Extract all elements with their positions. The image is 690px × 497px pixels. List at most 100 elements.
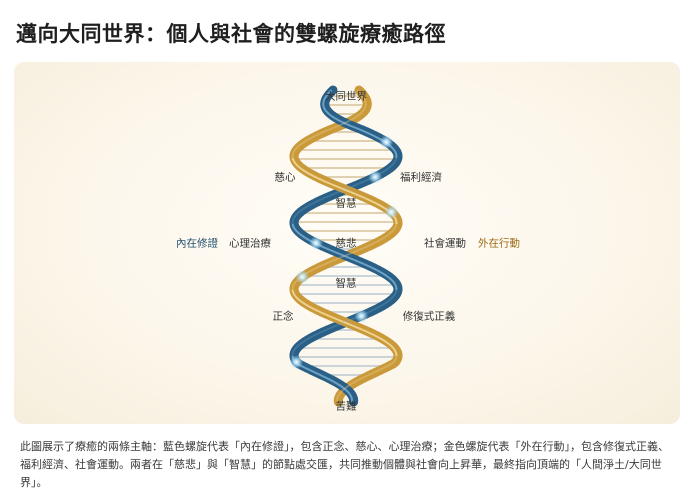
gold-strand-highlight xyxy=(364,99,367,103)
gold-strand-highlight xyxy=(387,363,392,367)
blue-strand-highlight xyxy=(392,293,396,297)
label-compassion-center: 慈悲 xyxy=(335,237,357,250)
blue-strand-highlight xyxy=(389,297,393,301)
blue-strand-highlight xyxy=(394,157,398,161)
blue-strand-highlight xyxy=(393,159,397,163)
blue-strand-highlight xyxy=(394,283,397,287)
gold-strand-highlight xyxy=(367,331,373,335)
blue-strand-highlight xyxy=(392,161,396,165)
gold-strand-highlight xyxy=(362,329,368,333)
gold-strand-highlight xyxy=(336,395,340,399)
gold-strand-highlight xyxy=(292,291,295,295)
glow-node xyxy=(384,205,399,219)
blue-strand-highlight xyxy=(325,93,329,97)
blue-strand-highlight xyxy=(324,247,331,251)
blue-strand-highlight xyxy=(293,227,297,231)
blue-strand-highlight xyxy=(305,367,311,371)
blue-strand-highlight xyxy=(347,185,354,189)
blue-strand-highlight xyxy=(350,125,357,129)
gold-strand-highlight xyxy=(291,151,295,155)
gold-strand-highlight xyxy=(356,113,361,117)
blue-strand-highlight xyxy=(327,91,331,95)
gold-strand-highlight xyxy=(302,169,307,173)
blue-strand-highlight xyxy=(308,335,314,339)
label-inner-practice: 內在修證 xyxy=(176,237,218,250)
blue-strand-highlight xyxy=(388,165,392,169)
gold-strand-highlight xyxy=(363,245,369,249)
helix-glow-nodes xyxy=(289,135,399,369)
blue-strand-highlight xyxy=(341,121,347,125)
gold-strand-highlight xyxy=(345,189,351,193)
blue-strand-highlight xyxy=(316,331,322,335)
gold-strand-highlight xyxy=(293,293,297,297)
gold-strand-highlight xyxy=(343,321,349,325)
blue-strand-highlight xyxy=(304,205,309,209)
gold-strand-highlight xyxy=(357,327,364,331)
blue-strand-highlight xyxy=(292,217,295,221)
gold-strand-highlight xyxy=(324,313,330,317)
blue-strand-highlight xyxy=(386,275,391,279)
blue-strand-highlight xyxy=(305,337,310,341)
gold-strand-highlight xyxy=(390,361,395,365)
blue-strand-highlight xyxy=(386,299,391,303)
gold-strand-highlight xyxy=(327,127,334,131)
gold-strand-highlight xyxy=(346,119,352,123)
blue-strand-highlight xyxy=(372,267,378,271)
blue-strand-highlight xyxy=(352,183,359,187)
blue-strand-highlight xyxy=(390,163,394,167)
page-title: 邁向大同世界：個人與社會的雙螺旋療癒路徑 xyxy=(16,22,446,46)
gold-strand-highlight xyxy=(393,349,397,353)
glow-node xyxy=(309,236,324,250)
gold-strand-highlight xyxy=(358,377,363,381)
gold-strand-highlight xyxy=(362,375,368,379)
blue-strand-highlight xyxy=(297,343,301,347)
gold-strand-highlight xyxy=(318,131,324,135)
gold-strand-highlight xyxy=(354,379,360,383)
blue-strand-highlight xyxy=(315,199,321,203)
blue-strand-highlight xyxy=(328,193,335,197)
blue-strand-highlight xyxy=(340,385,345,389)
blue-strand-highlight xyxy=(309,369,315,373)
gold-strand-highlight xyxy=(293,281,297,285)
gold-strand-highlight xyxy=(394,357,398,361)
blue-strand-highlight xyxy=(355,127,362,131)
blue-strand-highlight xyxy=(322,105,326,109)
glow-node xyxy=(368,170,383,184)
blue-strand-highlight xyxy=(307,203,313,207)
label-right-mindfulness: 正念 xyxy=(272,310,294,323)
gold-strand-highlight xyxy=(366,373,372,377)
gold-strand-highlight xyxy=(353,325,359,329)
blue-strand-highlight xyxy=(347,391,351,395)
gold-strand-highlight xyxy=(295,145,300,149)
blue-strand-highlight xyxy=(337,383,342,387)
gold-strand-highlight xyxy=(372,201,378,205)
blue-strand-highlight xyxy=(335,323,341,327)
gold-strand-highlight xyxy=(363,97,366,101)
gold-strand-highlight xyxy=(390,229,395,233)
gold-strand-highlight xyxy=(328,315,335,319)
blue-strand-highlight xyxy=(367,265,373,269)
blue-strand-highlight xyxy=(319,197,325,201)
glow-node xyxy=(354,309,369,323)
blue-strand-highlight xyxy=(326,377,331,381)
blue-strand-highlight xyxy=(368,309,374,313)
gold-strand-highlight xyxy=(338,319,345,323)
blue-strand-highlight xyxy=(301,207,306,211)
gold-strand-highlight xyxy=(320,263,326,267)
blue-strand-highlight xyxy=(322,99,325,103)
gold-strand-highlight xyxy=(380,205,385,209)
blue-strand-highlight xyxy=(369,133,375,137)
blue-strand-highlight xyxy=(391,147,395,151)
blue-strand-highlight xyxy=(329,379,335,383)
blue-strand-highlight xyxy=(394,151,398,155)
gold-strand-highlight xyxy=(367,243,373,247)
blue-strand-highlight xyxy=(372,307,378,311)
label-great-harmony: 大同世界 xyxy=(325,90,367,103)
gold-strand-highlight xyxy=(292,149,296,153)
gold-strand-highlight xyxy=(305,171,311,175)
gold-strand-highlight xyxy=(292,159,296,163)
blue-strand-highlight xyxy=(365,131,371,135)
blue-strand-highlight xyxy=(293,347,297,351)
gold-strand-highlight xyxy=(335,185,342,189)
gold-strand-highlight xyxy=(339,255,345,259)
